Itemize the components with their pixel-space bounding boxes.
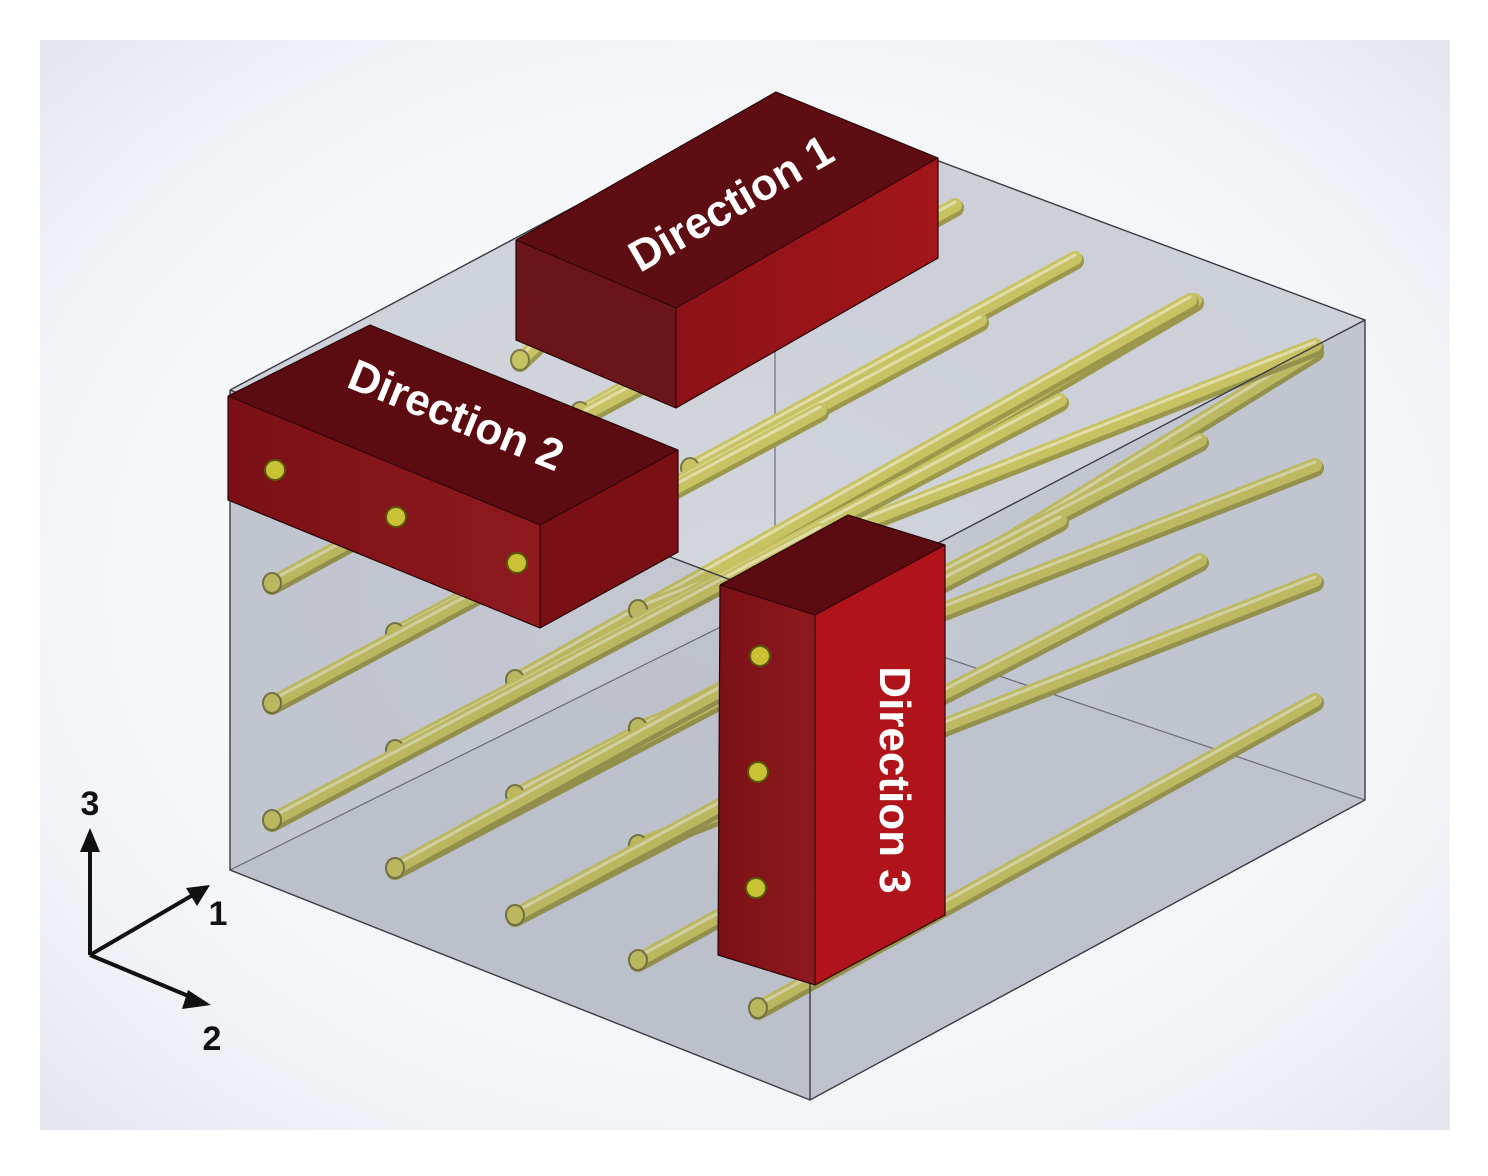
- rod-highlight-8: [513, 295, 1192, 679]
- block-1-side: [676, 158, 938, 408]
- rod-end-6: [262, 572, 282, 594]
- rod-18: [388, 683, 727, 875]
- rod-20: [631, 908, 727, 967]
- block-direction-1: Direction 1: [515, 91, 939, 409]
- rod-end-1: [510, 349, 530, 371]
- rod-14: [265, 523, 827, 827]
- block-2-front: [228, 396, 540, 628]
- rod-end-21: [748, 997, 768, 1019]
- label-direction-3: Direction 3: [870, 666, 919, 893]
- block-3-side: [815, 545, 945, 985]
- block-direction-2: Direction 2: [227, 324, 679, 629]
- block-2-rod-holes: [264, 459, 528, 574]
- block-3-rod-holes: [745, 645, 771, 899]
- rod-highlight-18: [393, 685, 722, 867]
- rod-8: [508, 293, 1197, 687]
- axis-label-3: 3: [81, 785, 100, 823]
- axis-label-1: 1: [209, 895, 228, 933]
- rod-highlight-14: [270, 525, 822, 819]
- block-3-front: [718, 585, 815, 985]
- axis-label-2: 2: [203, 1020, 222, 1058]
- block-2-top: [228, 325, 678, 525]
- axis-3-arrowhead: [80, 828, 100, 852]
- rod-end-20: [628, 949, 648, 971]
- rod-highlight-19: [513, 800, 722, 914]
- axis-triad: 3 1 2: [80, 785, 227, 1058]
- block-direction-3: Direction 3: [717, 514, 946, 986]
- rod-end-14: [262, 809, 282, 831]
- rod-highlight-3: [688, 253, 1077, 467]
- block-3-top: [720, 515, 945, 615]
- block-1-top: [516, 92, 938, 308]
- block-1-front: [516, 240, 676, 408]
- axis-1-line: [88, 890, 200, 957]
- axis-2-arrowhead: [182, 990, 211, 1009]
- axis-2-line: [89, 953, 199, 1002]
- rod-end-19: [505, 904, 525, 926]
- rod-19: [508, 798, 727, 922]
- rod-highlight-20: [636, 910, 722, 959]
- rod-end-10: [262, 692, 282, 714]
- rod-end-18: [385, 857, 405, 879]
- block-2-side: [540, 450, 678, 628]
- axis-1-arrowhead: [186, 885, 210, 906]
